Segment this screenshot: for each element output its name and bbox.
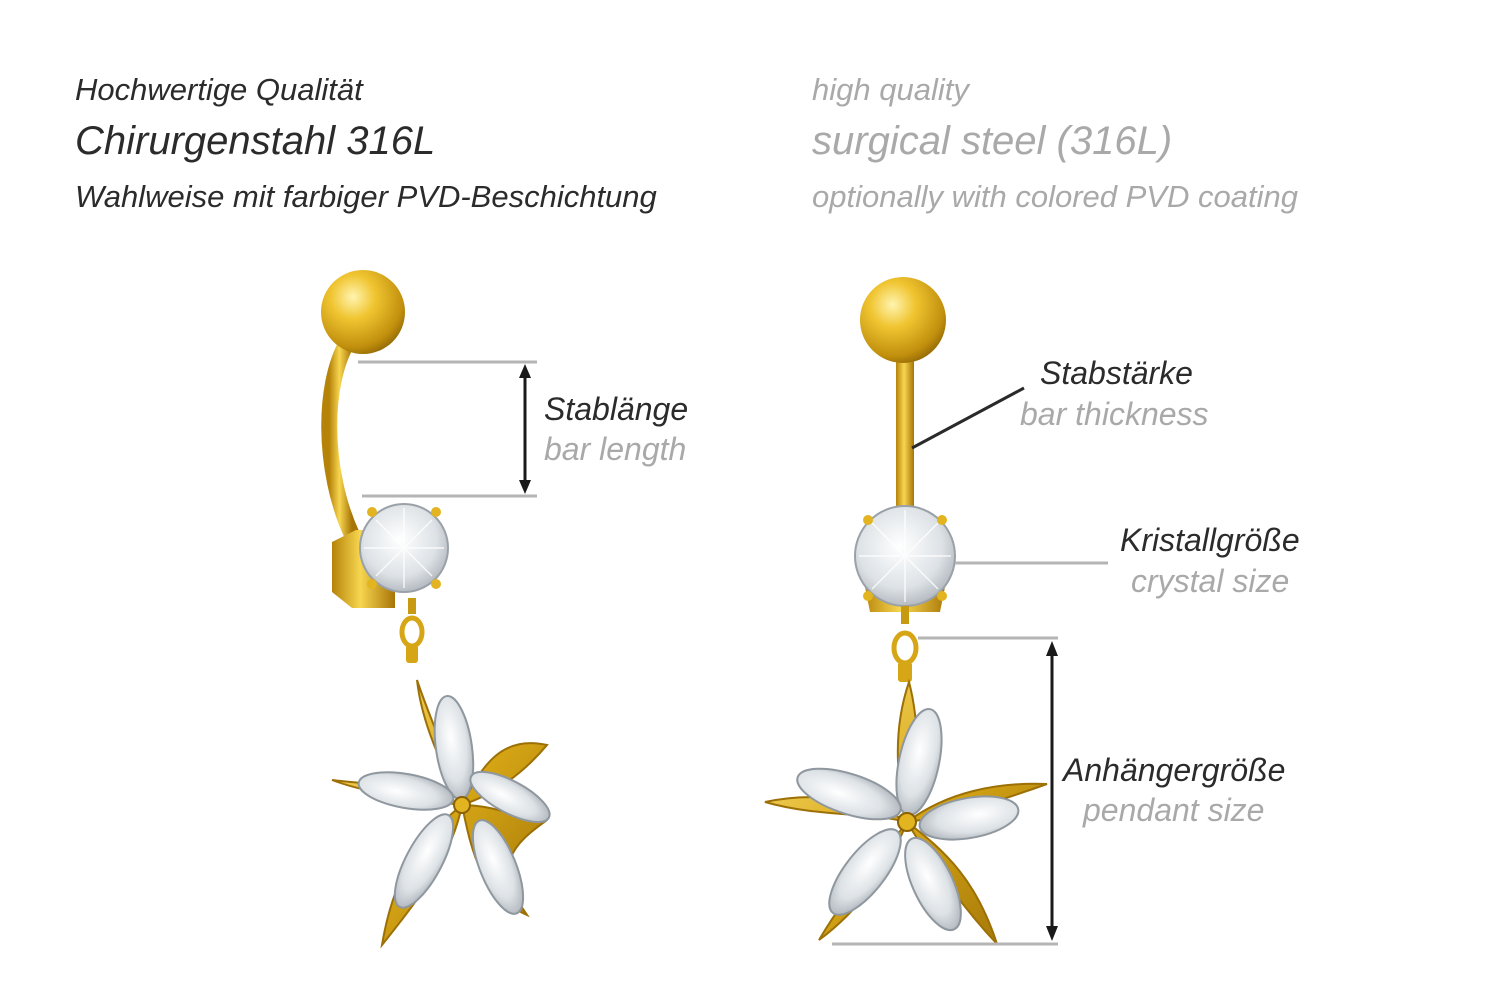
bar-length-label-de: Stablänge <box>544 391 689 427</box>
header-de-line3: Wahlweise mit farbiger PVD-Beschichtung <box>75 179 657 214</box>
bar-length-label-en: bar length <box>544 431 687 467</box>
left-piercing <box>321 270 551 949</box>
header-en-line1: high quality <box>812 72 969 107</box>
bar-thickness-label-en: bar thickness <box>1020 396 1209 432</box>
right-bar <box>896 340 914 520</box>
pendant-size-dimension <box>832 636 1058 946</box>
left-top-ball <box>321 270 405 354</box>
header-de-title: Chirurgenstahl 316L <box>75 119 436 163</box>
header-de-line1: Hochwertige Qualität <box>75 72 363 107</box>
header-en-line3: optionally with colored PVD coating <box>812 179 1298 214</box>
bar-length-dimension <box>358 360 537 498</box>
right-top-ball <box>860 277 946 363</box>
left-curved-bar <box>321 330 360 543</box>
pendant-size-label-de: Anhängergröße <box>1063 752 1286 788</box>
left-flower-crystals <box>357 695 551 915</box>
header-en-title: surgical steel (316L) <box>812 119 1173 163</box>
right-flower-center <box>897 812 917 832</box>
crystal-size-label-en: crystal size <box>1131 563 1290 599</box>
bar-thickness-pointer <box>911 386 1025 450</box>
right-piercing <box>764 277 1048 945</box>
bar-thickness-label-de: Stabstärke <box>1040 355 1193 391</box>
left-flower-center <box>453 796 471 814</box>
crystal-size-label-de: Kristallgröße <box>1120 522 1300 558</box>
right-flower-crystals <box>796 708 1020 932</box>
pendant-size-label-en: pendant size <box>1083 792 1265 828</box>
